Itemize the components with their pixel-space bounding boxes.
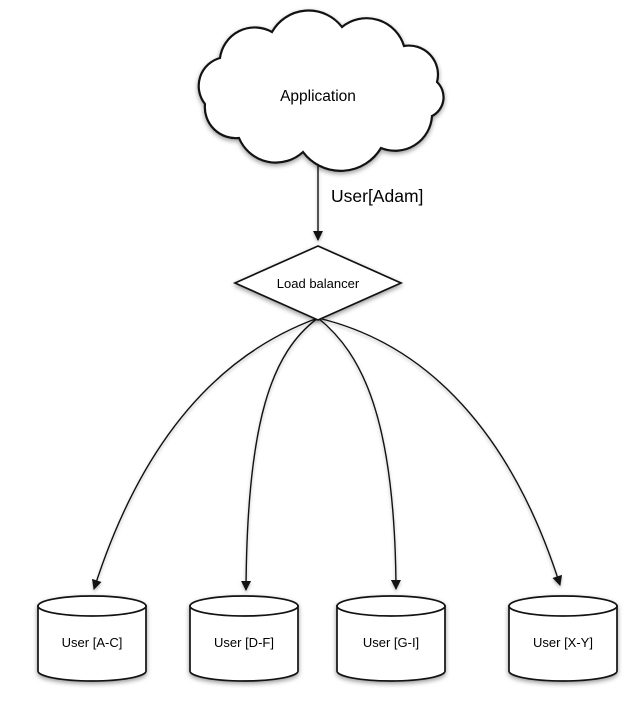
edge-load-balancer-to-shard-g-i — [317, 317, 401, 590]
shard-d-f-label: User [D-F] — [214, 635, 274, 650]
shard-node-x-y: User [X-Y] — [508, 595, 618, 682]
shard-node-d-f: User [D-F] — [189, 595, 299, 682]
cloud-shape — [197, 9, 445, 172]
cylinder-shape — [508, 605, 618, 682]
cylinder-top — [336, 595, 446, 617]
cylinder-top — [37, 595, 147, 617]
application-label: Application — [280, 88, 356, 105]
edges-group — [91, 158, 563, 591]
shard-node-a-c: User [A-C] — [37, 595, 147, 682]
shard-g-i-label: User [G-I] — [363, 635, 419, 650]
cylinder-shape — [336, 605, 446, 682]
cylinder-shape — [189, 605, 299, 682]
shard-node-g-i: User [G-I] — [336, 595, 446, 682]
cylinder-shape — [37, 605, 147, 682]
edge-application-to-load-balancer-label: User[Adam] — [331, 186, 423, 206]
cylinder-top — [189, 595, 299, 617]
load-balancer-label: Load balancer — [277, 276, 360, 291]
edge-load-balancer-to-shard-a-c — [91, 317, 319, 590]
edge-load-balancer-to-shard-d-f — [241, 317, 319, 591]
cylinder-top — [508, 595, 618, 617]
diamond-shape — [232, 245, 404, 321]
shard-a-c-label: User [A-C] — [62, 635, 123, 650]
shard-x-y-label: User [X-Y] — [533, 635, 593, 650]
load-balancer-node: Load balancer — [232, 245, 404, 321]
application-node: Application — [197, 9, 445, 172]
edge-load-balancer-to-shard-x-y — [317, 317, 563, 586]
